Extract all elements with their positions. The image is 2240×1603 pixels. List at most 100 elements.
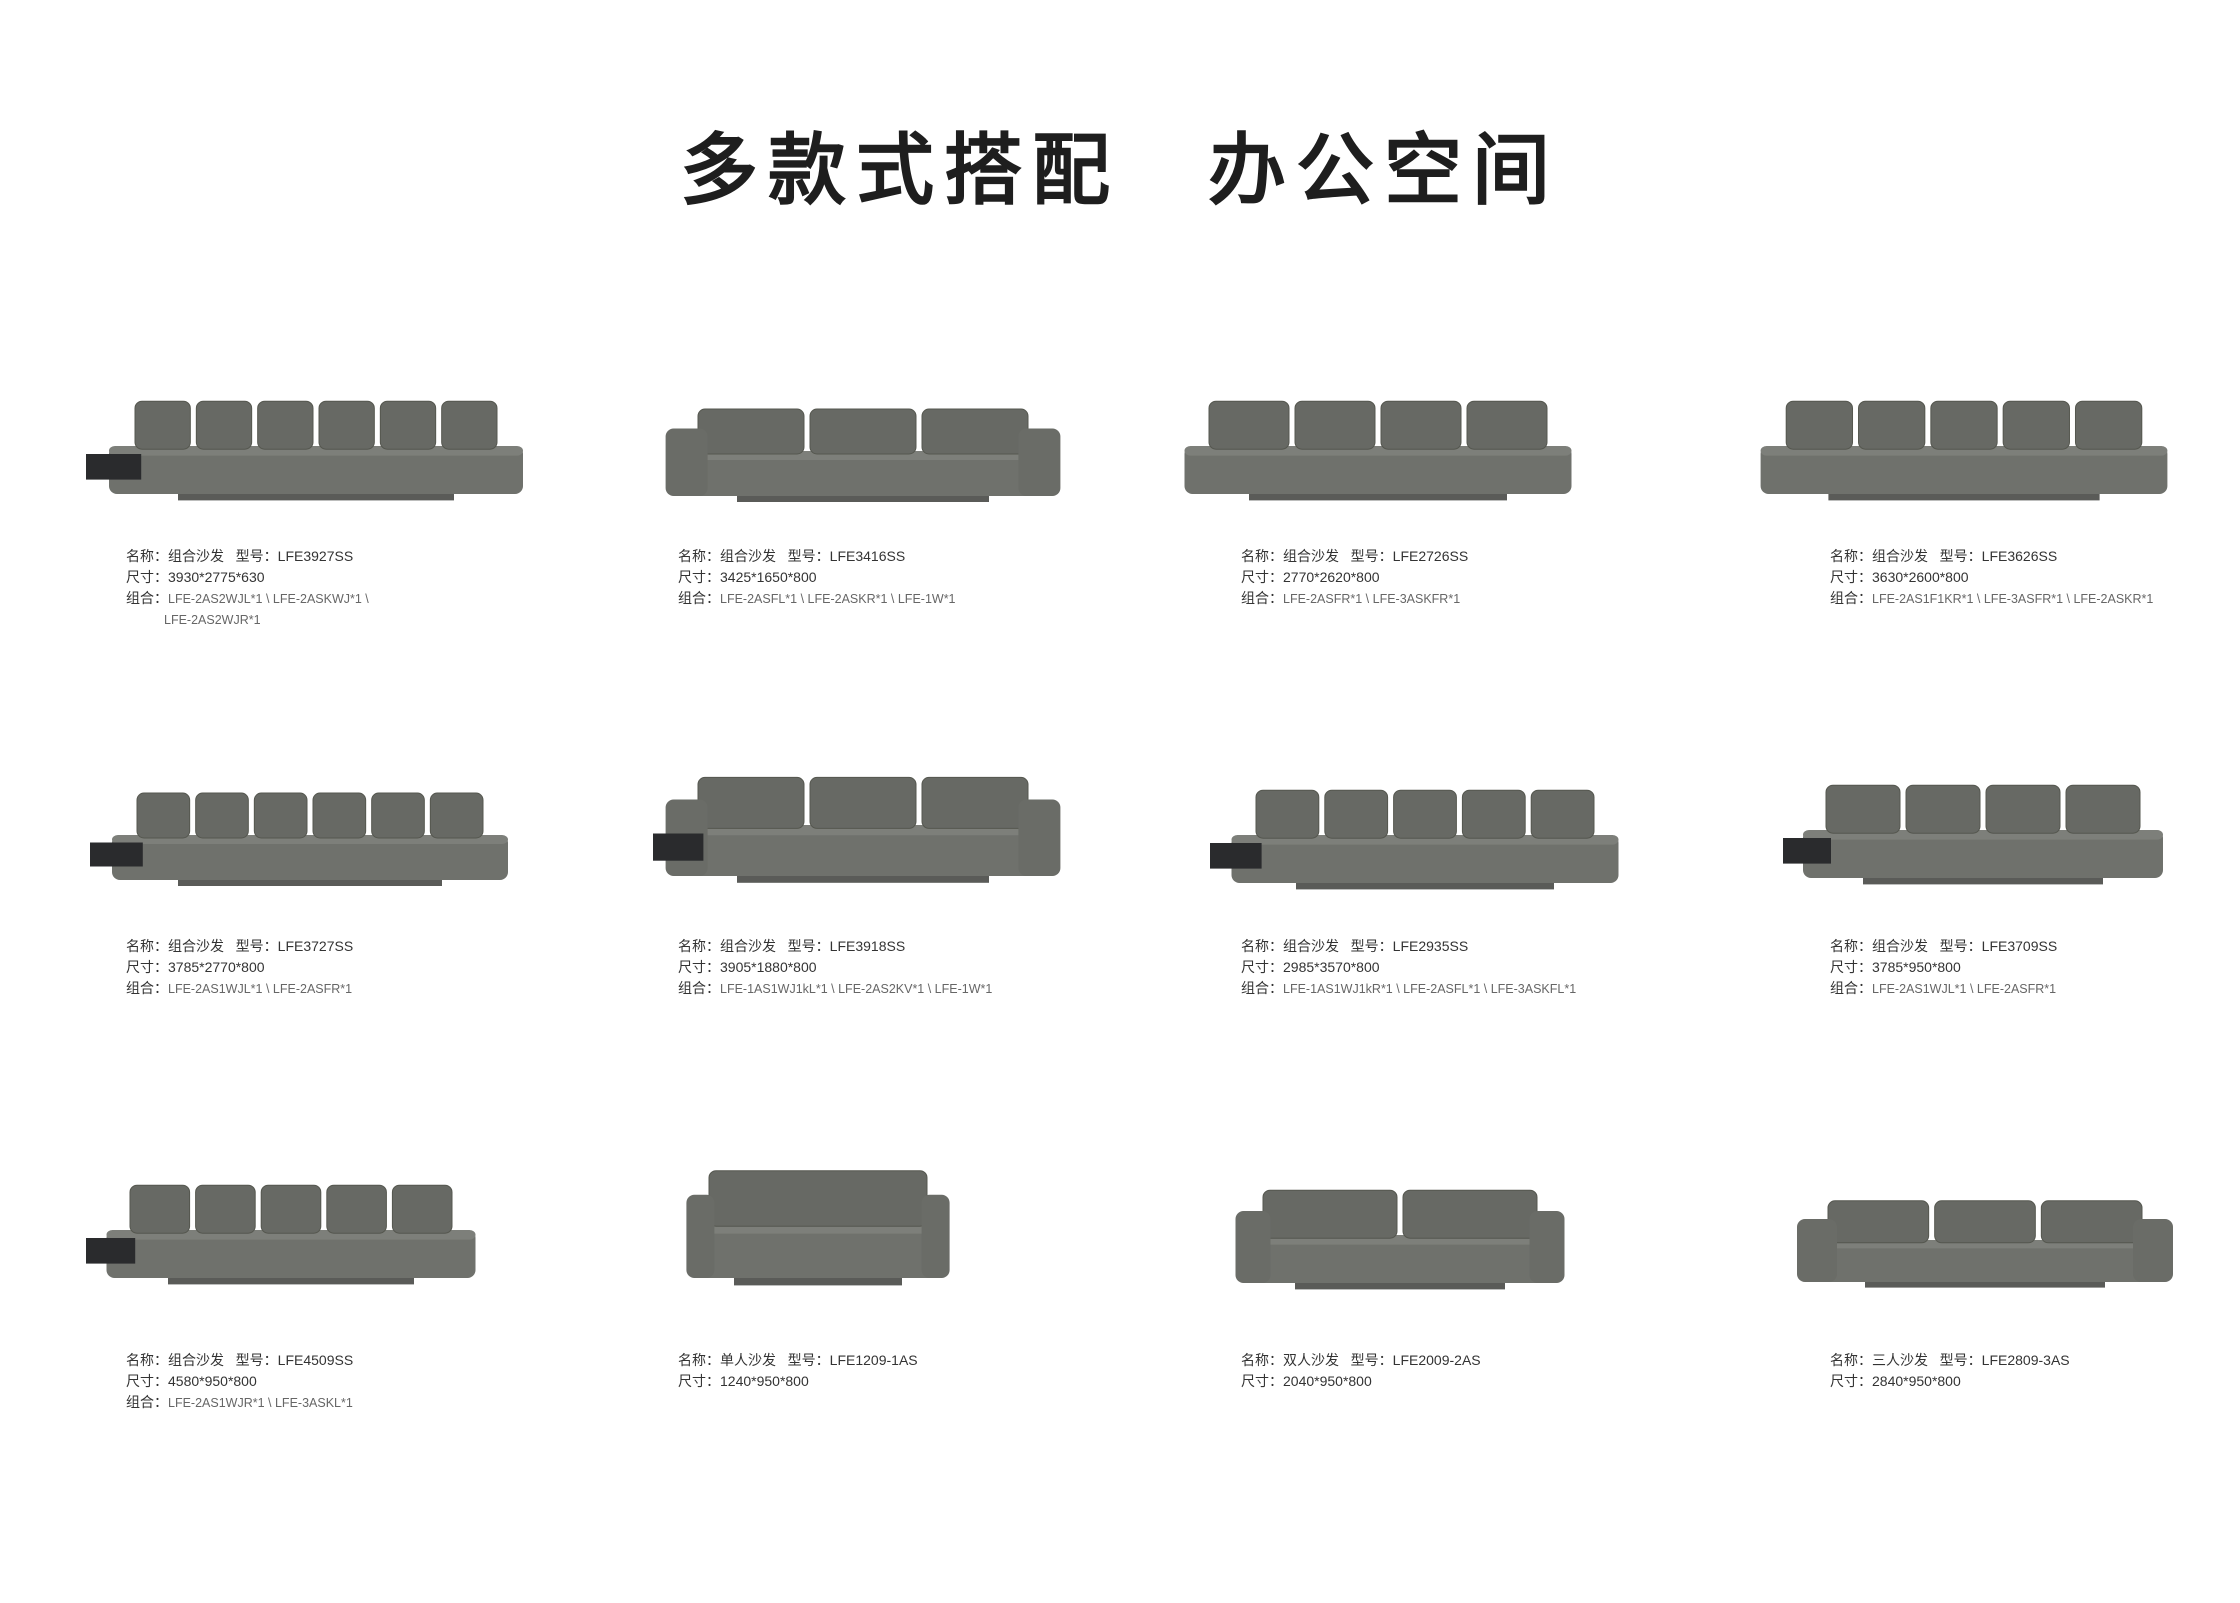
sofa-seat [109,446,523,494]
sofa-image [653,776,1061,883]
product-combo: LFE-2ASFL*1 \ LFE-2ASKR*1 \ LFE-1W*1 [720,592,956,606]
combo-line: 组合：LFE-2ASFL*1 \ LFE-2ASKR*1 \ LFE-1W*1 [678,588,956,610]
back-cushion [1262,1189,1398,1239]
combo-line-cont: LFE-2AS2WJR*1 [164,613,261,627]
sofa-base [737,493,989,502]
size-line: 尺寸：2985*3570*800 [1241,957,1576,978]
combo-line: 组合：LFE-1AS1WJ1kL*1 \ LFE-2AS2KV*1 \ LFE-… [678,978,992,1000]
side-shelf [1210,843,1262,869]
product-combo: LFE-2AS1WJR*1 \ LFE-3ASKL*1 [168,1396,353,1410]
side-shelf [86,1238,136,1264]
armrest [1235,1211,1271,1283]
sofa-seat [692,1222,944,1278]
back-cushion [260,1184,322,1234]
back-cushion [371,792,425,839]
model-label: 型号： [787,548,830,564]
back-cushion [2002,400,2070,450]
sofa-seat [1803,830,2163,878]
product-name: 组合沙发 [1872,548,1928,564]
back-cushion [312,792,367,839]
size-label: 尺寸： [126,959,168,975]
back-cushion [2040,1200,2143,1244]
name-line: 名称：组合沙发 型号：LFE2935SS [1241,936,1576,957]
back-cushion [1530,789,1595,839]
name-line: 名称：组合沙发 型号：LFE4509SS [126,1350,353,1371]
sofa-image [665,408,1061,502]
sofa-image [1797,1200,2173,1288]
armrest [1018,428,1061,496]
product-combo: LFE-2ASFR*1 \ LFE-3ASKFR*1 [1283,592,1461,606]
product-size: 2985*3570*800 [1283,959,1380,975]
size-line: 尺寸：2040*950*800 [1241,1371,1481,1392]
back-cushion [1461,789,1526,839]
sofa-base [1295,1279,1505,1290]
product-model: LFE2809-3AS [1981,1352,2070,1368]
armrest [921,1194,950,1278]
product-name: 组合沙发 [168,938,224,954]
sofa-base [1865,1279,2105,1288]
product-size: 3905*1880*800 [720,959,817,975]
product-name: 单人沙发 [720,1352,776,1368]
combo-label: 组合： [126,980,168,996]
back-cushion [1785,400,1854,450]
back-cushion [136,792,191,839]
product-combo: LFE-2AS2WJL*1 \ LFE-2ASKWJ*1 \ [168,592,369,606]
product-model: LFE3416SS [829,548,906,564]
back-cushion [1255,789,1320,839]
sofa-base [168,1274,414,1285]
product-combo: LFE-2AS1WJL*1 \ LFE-2ASFR*1 [168,982,353,996]
product-size: 3930*2775*630 [168,569,265,585]
sofa-seat [1805,1240,2165,1282]
model-label: 型号： [1350,938,1393,954]
back-cushion [1324,789,1389,839]
sofa-image [1760,400,2168,501]
back-cushion [318,400,375,450]
product-model: LFE3927SS [277,548,354,564]
model-label: 型号： [235,548,278,564]
product-name: 组合沙发 [1283,548,1339,564]
back-cushion [1930,400,1998,450]
combo-line: 组合：LFE-2AS2WJL*1 \ LFE-2ASKWJ*1 \ [126,588,369,610]
size-line: 尺寸：1240*950*800 [678,1371,918,1392]
back-cushion [195,792,249,839]
size-label: 尺寸： [126,569,168,585]
product-combo: LFE-2AS1WJL*1 \ LFE-2ASFR*1 [1872,982,2057,996]
back-cushion [391,1184,453,1234]
size-label: 尺寸： [678,1373,720,1389]
sofa-image [90,792,508,886]
name-line: 名称：组合沙发 型号：LFE3727SS [126,936,353,957]
name-line: 名称：组合沙发 型号：LFE3626SS [1830,546,2153,567]
side-shelf [1783,838,1831,864]
name-label: 名称： [126,938,168,954]
name-line: 名称：三人沙发 型号：LFE2809-3AS [1830,1350,2070,1371]
product-name: 组合沙发 [720,548,776,564]
size-label: 尺寸： [1241,959,1283,975]
name-line: 名称：双人沙发 型号：LFE2009-2AS [1241,1350,1481,1371]
side-shelf [86,454,142,480]
name-line: 名称：单人沙发 型号：LFE1209-1AS [678,1350,918,1371]
name-label: 名称： [1241,938,1283,954]
size-line: 尺寸：3930*2775*630 [126,567,369,588]
sofa-image [86,400,523,501]
model-label: 型号： [235,938,278,954]
model-label: 型号： [787,1352,830,1368]
name-label: 名称： [1830,548,1872,564]
combo-line: 组合：LFE-2AS1F1KR*1 \ LFE-3ASFR*1 \ LFE-2A… [1830,588,2153,610]
combo-line: 组合：LFE-2AS1WJL*1 \ LFE-2ASFR*1 [1830,978,2057,1000]
combo-label: 组合： [1241,980,1283,996]
model-label: 型号： [1939,1352,1982,1368]
product-model: LFE4509SS [277,1352,354,1368]
sofa-base [734,1274,902,1286]
size-line: 尺寸：2770*2620*800 [1241,567,1468,588]
sofa-image [1235,1189,1565,1290]
name-label: 名称： [126,548,168,564]
sofa-seat [674,825,1052,876]
name-line: 名称：组合沙发 型号：LFE2726SS [1241,546,1468,567]
product-size: 3425*1650*800 [720,569,817,585]
product-name: 组合沙发 [1283,938,1339,954]
